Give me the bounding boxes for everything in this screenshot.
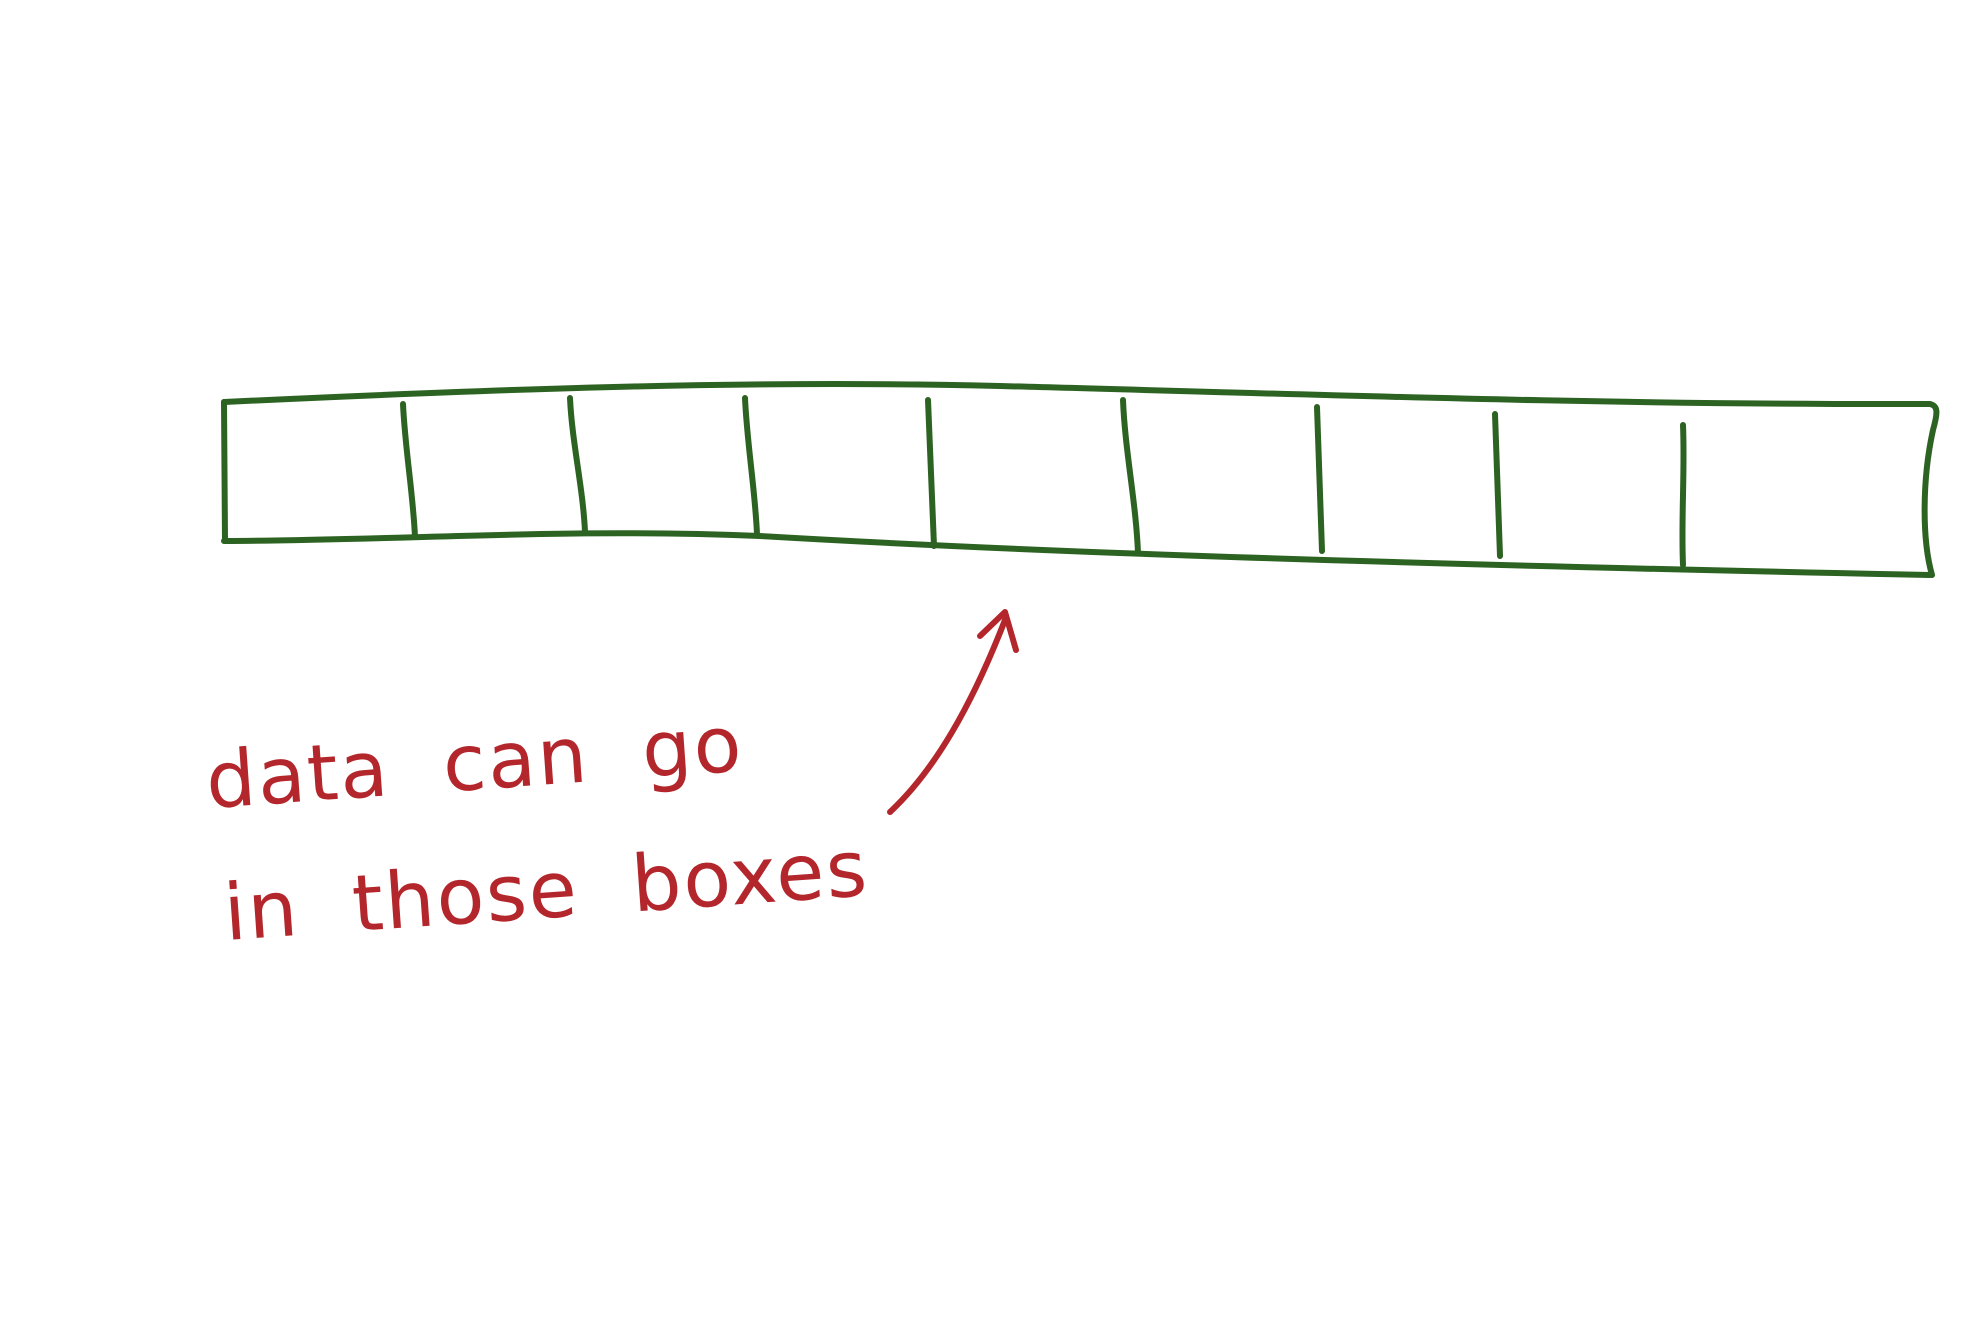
- cell-divider: [1120, 397, 1141, 556]
- array-bottom-edge: [221, 530, 1933, 578]
- cell-dividers: [400, 395, 1687, 568]
- cell-divider: [925, 397, 937, 549]
- cell-divider: [400, 401, 418, 540]
- cell-divider: [567, 395, 588, 535]
- array-top-edge: [221, 380, 1933, 408]
- memory-array: [221, 380, 1940, 578]
- cell-divider: [1679, 422, 1687, 568]
- arrow-shaft: [887, 617, 1008, 815]
- array-right-edge: [1921, 401, 1940, 578]
- arrow-head-icon: [977, 609, 1019, 653]
- cell-divider: [1492, 411, 1503, 559]
- cell-divider: [1314, 404, 1325, 554]
- cell-divider: [742, 395, 760, 537]
- array-left-edge: [221, 399, 228, 544]
